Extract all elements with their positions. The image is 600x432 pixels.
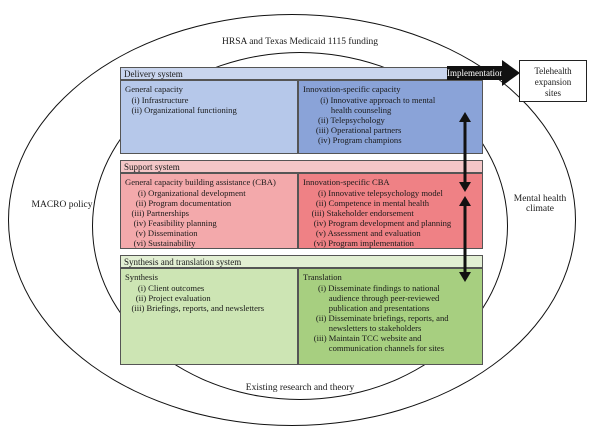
innovation-cba-item: (ii) Competence in mental health — [303, 198, 430, 208]
support-synthesis-double-arrow-icon — [459, 196, 471, 282]
climate-line-1: Mental health — [513, 194, 567, 204]
innovation-capacity-item: (iii) Operational partners — [303, 125, 402, 135]
synthesis-system-header: Synthesis and translation system — [120, 255, 483, 268]
innovation-capacity-item: (ii) Telepsychology — [303, 115, 385, 125]
translation-item: (i) Disseminate findings to national — [303, 283, 440, 293]
innovation-capacity-item: (iv) Program champions — [303, 135, 402, 145]
translation-item: (ii) Disseminate briefings, reports, and — [303, 313, 449, 323]
innovation-cba-item: (v) Assessment and evaluation — [303, 228, 421, 238]
outer-context-ellipse — [8, 14, 576, 426]
translation-item: publication and presentations — [303, 303, 430, 313]
telehealth-line-3: sites — [544, 88, 561, 98]
innovation-cba-item: (iv) Program development and planning — [303, 218, 452, 228]
translation-title: Translation — [303, 272, 342, 282]
telehealth-sites-box: Telehealth expansion sites — [519, 60, 587, 102]
general-cba-item: (ii) Program documentation — [125, 198, 232, 208]
innovation-cba-item: (i) Innovative telepsychology model — [303, 188, 443, 198]
funding-label: HRSA and Texas Medicaid 1115 funding — [222, 37, 378, 47]
synthesis-title: Synthesis — [125, 272, 158, 282]
telehealth-line-2: expansion — [534, 77, 572, 87]
general-cba-item: (i) Organizational development — [125, 188, 246, 198]
general-cba-item: (vi) Sustainability — [125, 238, 196, 248]
synthesis-item: (ii) Project evaluation — [125, 293, 211, 303]
general-capacity-box: General capacity (i) Infrastructure (ii)… — [120, 80, 298, 154]
translation-item: newsletters to stakeholders — [303, 323, 422, 333]
synthesis-box: Synthesis (i) Client outcomes (ii) Proje… — [120, 268, 298, 365]
innovation-cba-title: Innovation-specific CBA — [303, 177, 390, 187]
synthesis-item: (i) Client outcomes — [125, 283, 205, 293]
synthesis-item: (iii) Briefings, reports, and newsletter… — [125, 303, 265, 313]
general-cba-item: (v) Dissemination — [125, 228, 198, 238]
innovation-capacity-item: health counseling — [303, 105, 392, 115]
innovation-cba-item: (iii) Stakeholder endorsement — [303, 208, 414, 218]
general-cba-box: General capacity building assistance (CB… — [120, 173, 298, 249]
translation-item: (iii) Maintain TCC website and — [303, 333, 422, 343]
delivery-system-header: Delivery system — [120, 67, 483, 80]
innovation-cba-item: (vi) Program implementation — [303, 238, 414, 248]
innovation-capacity-title: Innovation-specific capacity — [303, 84, 401, 94]
implementation-label: Implementation — [447, 66, 504, 80]
connector-arrows — [459, 112, 471, 282]
translation-item: communication channels for sites — [303, 343, 445, 353]
implementation-arrow — [502, 60, 520, 86]
innovation-capacity-item: (i) Innovative approach to mental — [303, 95, 436, 105]
general-capacity-title: General capacity — [125, 84, 183, 94]
general-capacity-item: (i) Infrastructure — [125, 95, 189, 105]
translation-box: Translation (i) Disseminate findings to … — [298, 268, 483, 365]
macro-policy-label: MACRO policy — [31, 200, 93, 210]
inner-framework-ellipse — [92, 52, 508, 400]
mental-health-climate-label: Mental health climate — [500, 194, 580, 214]
telehealth-line-1: Telehealth — [534, 66, 572, 76]
general-capacity-item: (ii) Organizational functioning — [125, 105, 237, 115]
general-cba-title: General capacity building assistance (CB… — [125, 177, 276, 187]
general-cba-item: (iv) Feasibility planning — [125, 218, 217, 228]
implementation-arrow-head-shape — [502, 60, 520, 86]
innovation-capacity-box: Innovation-specific capacity (i) Innovat… — [298, 80, 483, 154]
translation-item: audience through peer-reviewed — [303, 293, 440, 303]
innovation-cba-box: Innovation-specific CBA (i) Innovative t… — [298, 173, 483, 249]
support-system-header: Support system — [120, 160, 483, 173]
delivery-support-double-arrow-icon — [459, 112, 471, 192]
climate-line-2: climate — [526, 204, 554, 214]
general-cba-item: (iii) Partnerships — [125, 208, 189, 218]
